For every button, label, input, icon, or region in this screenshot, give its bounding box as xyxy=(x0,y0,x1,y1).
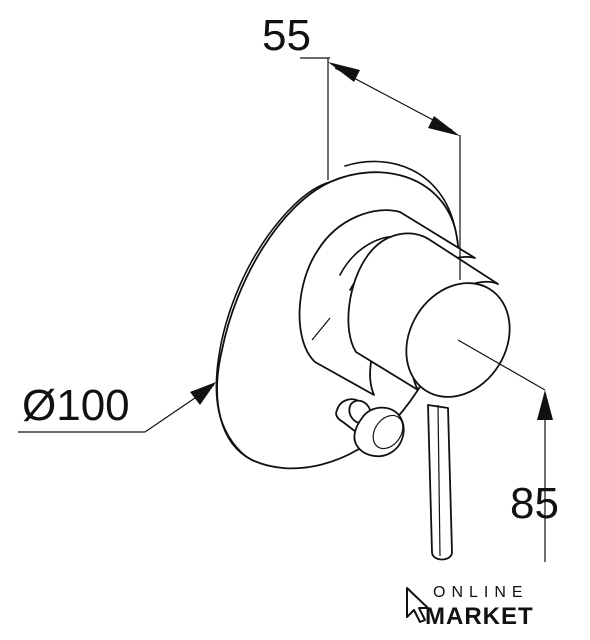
arrowhead-icon xyxy=(328,62,360,82)
dimension-label-diameter: Ø100 xyxy=(22,381,130,430)
dimension-diameter: Ø100 xyxy=(18,381,216,433)
logo: ONLINE MARKET xyxy=(406,584,534,630)
dimension-depth: 55 xyxy=(262,11,461,280)
dimension-height: 85 xyxy=(457,339,559,562)
cursor-icon xyxy=(406,587,429,623)
dimension-label-depth: 55 xyxy=(262,11,311,60)
logo-line-1: ONLINE xyxy=(433,584,529,601)
diverter-knob[interactable] xyxy=(335,396,409,458)
arrowhead-icon xyxy=(190,382,216,405)
arrowhead-icon xyxy=(537,390,553,420)
logo-line-2: MARKET xyxy=(425,603,534,630)
lever-handle[interactable] xyxy=(427,404,453,561)
dimension-label-height: 85 xyxy=(510,479,559,528)
arrowhead-icon xyxy=(428,116,460,136)
